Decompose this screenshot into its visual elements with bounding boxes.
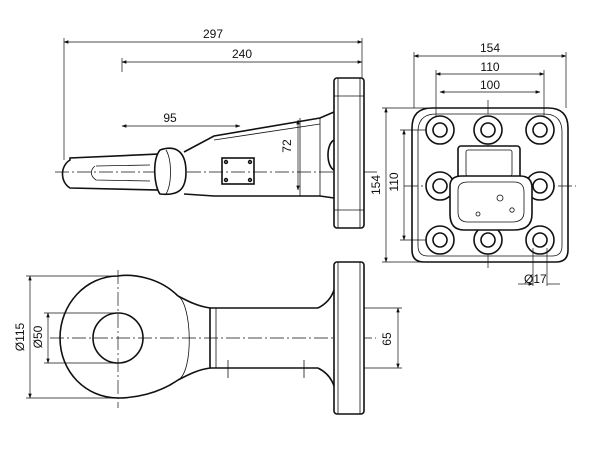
dimension-label-100: 100 — [480, 78, 500, 92]
dimension-label-d17: Ø17 — [524, 272, 547, 286]
dimension-bolt-spacing-vertical: 110 — [387, 129, 426, 241]
dimension-label-65: 65 — [380, 332, 394, 346]
bolt-boss-top-center — [473, 115, 503, 145]
dimension-shank-width: 65 — [364, 307, 402, 369]
flange-front-view — [404, 100, 576, 270]
plan-view-bottom — [50, 261, 376, 415]
dimension-label-d50: Ø50 — [31, 325, 45, 348]
dimension-bolt-spacing-outer: 110 — [435, 60, 545, 116]
dimension-overall-length: 297 — [63, 27, 363, 160]
dimension-bolt-spacing-inner: 100 — [439, 78, 541, 94]
dimension-label-154-horizontal: 154 — [480, 41, 500, 55]
dimension-flange-height: 154 — [369, 107, 432, 263]
bolt-boss-top-right — [525, 115, 555, 145]
bolt-boss-top-left — [425, 115, 455, 145]
dimension-label-95: 95 — [163, 111, 177, 125]
side-view-top — [55, 77, 378, 229]
dimension-label-72: 72 — [280, 139, 294, 153]
dimension-plate-height: 72 — [280, 119, 300, 191]
dimension-label-d115: Ø115 — [13, 322, 27, 351]
dimension-label-154-vertical: 154 — [369, 175, 383, 195]
dimension-length-to-flange: 240 — [121, 47, 363, 72]
dimension-eye-outer-diameter: Ø115 — [13, 275, 118, 399]
dimension-label-240: 240 — [232, 47, 252, 61]
bolt-boss-bottom-left — [425, 225, 455, 255]
dimension-eye-inner-diameter: Ø50 — [31, 312, 118, 364]
dimension-eye-offset: 95 — [121, 111, 241, 128]
dimension-flange-width: 154 — [413, 41, 567, 108]
dimension-label-297: 297 — [203, 27, 223, 41]
dimension-bolt-hole: Ø17 — [518, 248, 560, 286]
bolt-boss-bottom-right — [525, 225, 555, 255]
dimension-label-110-horizontal: 110 — [480, 60, 499, 74]
dimension-label-110-vertical: 110 — [387, 172, 401, 191]
